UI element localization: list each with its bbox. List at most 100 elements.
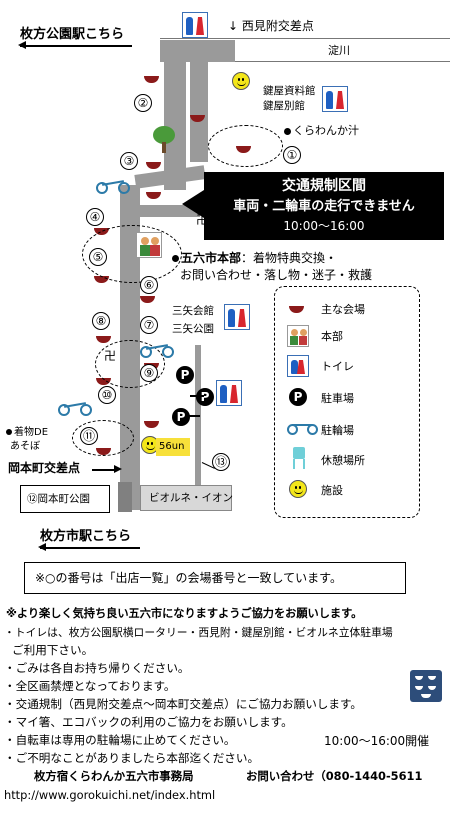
venue-number: ⑬ xyxy=(212,453,230,471)
temple-mark: 卍 xyxy=(104,349,117,363)
hq-title-text: 五六市本部 xyxy=(181,251,242,265)
notes-lead: ※より楽しく気持ち良い五六市になりますようご協力をお願いします。 xyxy=(6,607,363,620)
sanya-kouen-label: 三矢公園 xyxy=(172,323,214,335)
bicycle-icon xyxy=(287,419,319,435)
zone-outline xyxy=(72,420,134,456)
venue-number: ⑪ xyxy=(80,427,98,445)
road-end-block xyxy=(118,482,132,512)
legend-label: 休憩場所 xyxy=(321,454,365,467)
bicycle-icon xyxy=(58,398,94,416)
venue-number: ① xyxy=(283,146,301,164)
notes-line: ご利用下さい。 xyxy=(12,643,94,657)
venue-number: ⑥ xyxy=(140,276,158,294)
notes-office: 枚方宿くらわんか五六市事務局 xyxy=(34,769,194,783)
venue-icon xyxy=(144,76,159,83)
asobe-label: あそぼ xyxy=(10,441,40,452)
legend-label: 本部 xyxy=(321,330,343,343)
venue-number: ⑤ xyxy=(89,248,107,266)
notes-contact: お問い合わせ（080-1440-5611 xyxy=(246,769,423,783)
parking-arrow xyxy=(188,415,200,417)
venue-icon xyxy=(190,115,205,122)
legend-label: トイレ xyxy=(321,360,354,373)
notes-line: ・自転車は専用の駐輪場に止めてください。 xyxy=(4,733,236,747)
legend-label: 駐輪場 xyxy=(321,424,354,437)
road-main-upper xyxy=(164,40,186,190)
hq-icon xyxy=(136,232,162,258)
hq-title: 五六市本部：着物特典交換・ xyxy=(172,252,337,264)
traffic-restriction-box: 交通規制区間 車両・二輪車の走行できません 10:00～16:00 xyxy=(182,172,444,240)
venue-number: ⑧ xyxy=(92,312,110,330)
okamoto-park: ⑫岡本町公園 xyxy=(20,485,110,513)
notes-line: ・マイ箸、エコバックの利用のご協力をお願いします。 xyxy=(4,715,293,729)
kurawanka-text: くらわんか汁 xyxy=(293,124,359,137)
sanya-kaikan-label: 三矢会館 xyxy=(172,305,214,317)
parking-arrow xyxy=(190,395,204,397)
venue-number: ⑨ xyxy=(140,364,158,382)
facility-icon xyxy=(289,480,307,498)
notes-line: ・ご不明なことがありましたら本部迄ください。 xyxy=(4,751,260,765)
tree-icon xyxy=(153,126,175,154)
parking-icon: P xyxy=(289,388,307,406)
restriction-arrow xyxy=(182,190,204,218)
notes-url[interactable]: http://www.gorokuichi.net/index.html xyxy=(4,788,216,802)
bicycle-icon xyxy=(96,176,132,194)
legend: 主な会場 本部 トイレ P 駐車場 駐輪場 xyxy=(274,286,420,518)
venue-icon xyxy=(146,162,161,169)
venue-icon xyxy=(144,421,159,428)
restriction-line1: 車両・二輪車の走行できません xyxy=(233,199,415,214)
hq-desc2: お問い合わせ・落し物・迷子・救護 xyxy=(180,268,373,282)
toilet-icon xyxy=(216,380,242,406)
notes-line: ・交通規制（西見附交差点～岡本町交差点）にご協力お願いします。 xyxy=(4,697,363,711)
notes-line: ・全区画禁煙となっております。 xyxy=(4,679,176,693)
zone-outline xyxy=(82,225,182,283)
facility-icon xyxy=(232,72,250,90)
restriction-title: 交通規制区間 xyxy=(282,178,366,194)
park-station-label: 枚方公園駅こちら xyxy=(20,27,125,42)
venue-number: ② xyxy=(134,94,152,112)
shop-56un-label: 56un xyxy=(159,441,185,452)
notes: ※より楽しく気持ち良い五六市になりますようご協力をお願いします。 ・トイレは、枚… xyxy=(0,600,450,820)
kagiya-label: 鍵屋資料館 xyxy=(263,85,316,97)
hq-icon xyxy=(287,325,309,347)
venue-icon xyxy=(96,378,111,385)
okamotocho-arrow xyxy=(92,469,116,471)
kimono-label: 着物DE xyxy=(6,428,48,438)
kurawanka-label: くらわんか汁 xyxy=(284,125,359,136)
zone-outline xyxy=(208,125,283,167)
venue-icon xyxy=(94,276,109,283)
map: 枚方公園駅こちら ↓ 西見附交差点 淀川 ビオルネ・イオン ⑫岡本町公園 ① ②… xyxy=(6,12,450,551)
kagiya-bekkan-label: 鍵屋別館 xyxy=(263,100,305,112)
nishimitsuke-label: ↓ 西見附交差点 xyxy=(228,19,314,33)
biorune-building: ビオルネ・イオン xyxy=(140,485,233,511)
notes-line: ・ごみは各自お持ち帰りください。 xyxy=(4,661,190,675)
shop-56un: 56un xyxy=(156,438,190,456)
venue-icon xyxy=(289,306,304,313)
okamoto-park-label: ⑫岡本町公園 xyxy=(27,493,90,505)
restriction-hours: 10:00～16:00 xyxy=(283,219,365,233)
road-horizontal-mid xyxy=(120,205,200,217)
parking-icon: P xyxy=(172,408,190,426)
river-label: 淀川 xyxy=(328,44,350,57)
toilet-icon xyxy=(322,86,348,112)
legend-label: 主な会場 xyxy=(321,303,365,316)
venue-icon xyxy=(146,192,161,199)
parking-icon: P xyxy=(196,388,214,406)
venue-number: ③ xyxy=(120,152,138,170)
venue-number: ⑦ xyxy=(140,316,158,334)
hq-desc1: ：着物特典交換・ xyxy=(241,251,338,265)
kimono-text: 着物DE xyxy=(14,427,49,438)
toilet-icon xyxy=(182,12,208,38)
bicycle-icon xyxy=(140,340,176,358)
toilet-icon xyxy=(224,304,250,330)
notice-text: ※○の番号は「出店一覧」の会場番号と一致しています。 xyxy=(35,571,342,585)
notes-hours: 10:00～16:00開催 xyxy=(324,734,430,748)
logo-icon xyxy=(410,670,442,702)
zone-outline xyxy=(95,340,165,388)
rest-area-icon xyxy=(291,447,309,469)
notice-box: ※○の番号は「出店一覧」の会場番号と一致しています。 xyxy=(24,562,406,594)
venue-icon xyxy=(140,296,155,303)
biorune-label: ビオルネ・イオン xyxy=(149,492,233,504)
legend-label: 施設 xyxy=(321,484,343,497)
parking-icon: P xyxy=(176,366,194,384)
city-station-label: 枚方市駅こちら xyxy=(40,529,132,544)
